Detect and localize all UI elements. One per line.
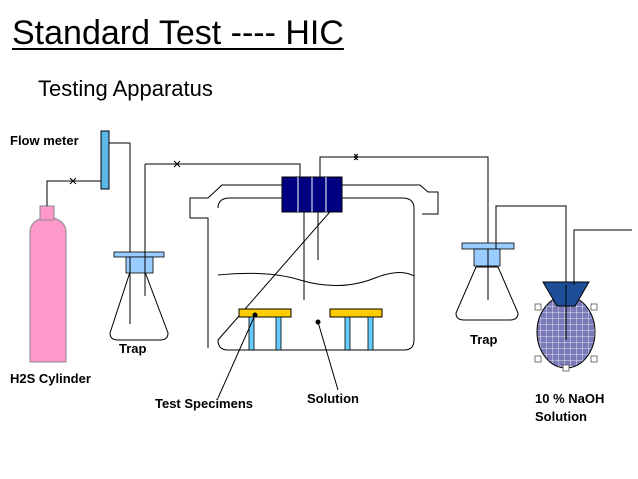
label-naoh-line2: Solution xyxy=(535,409,587,424)
trap-right-stopper xyxy=(473,248,501,267)
leader-lines xyxy=(217,312,339,399)
specimen-right xyxy=(329,308,383,351)
cylinder-body xyxy=(29,217,67,363)
trap-right-plate xyxy=(461,242,515,250)
gas-line-cylinder xyxy=(46,177,103,206)
trap-right xyxy=(455,205,567,321)
flow-meter xyxy=(100,130,131,252)
vessel-cap xyxy=(281,176,343,213)
label-solution: Solution xyxy=(307,391,359,406)
trap-left-flask xyxy=(109,271,169,341)
label-test-specimens: Test Specimens xyxy=(155,396,254,411)
label-trap-left: Trap xyxy=(119,341,147,356)
cylinder-valve xyxy=(39,205,55,221)
trap-left xyxy=(109,164,169,341)
flow-meter-tube xyxy=(100,130,110,190)
label-naoh-line1: 10 % NaOH xyxy=(535,391,605,406)
trap-left-stopper xyxy=(125,256,154,274)
gas-line-to-vessel xyxy=(145,160,301,177)
label-trap-right: Trap xyxy=(470,332,498,347)
valve-mark-icon xyxy=(69,177,77,185)
h2s-cylinder xyxy=(29,205,67,363)
test-vessel xyxy=(189,184,439,351)
label-flow-meter: Flow meter xyxy=(10,133,79,148)
slide-title: Standard Test ---- HIC xyxy=(12,14,344,52)
naoh-flask xyxy=(534,229,632,372)
specimen-left xyxy=(238,308,292,351)
slide-subtitle: Testing Apparatus xyxy=(38,76,213,101)
trap-left-plate xyxy=(113,251,165,258)
vessel-tubes xyxy=(303,153,489,300)
trap-right-flask xyxy=(455,266,519,321)
label-h2s-cylinder: H2S Cylinder xyxy=(10,371,91,386)
